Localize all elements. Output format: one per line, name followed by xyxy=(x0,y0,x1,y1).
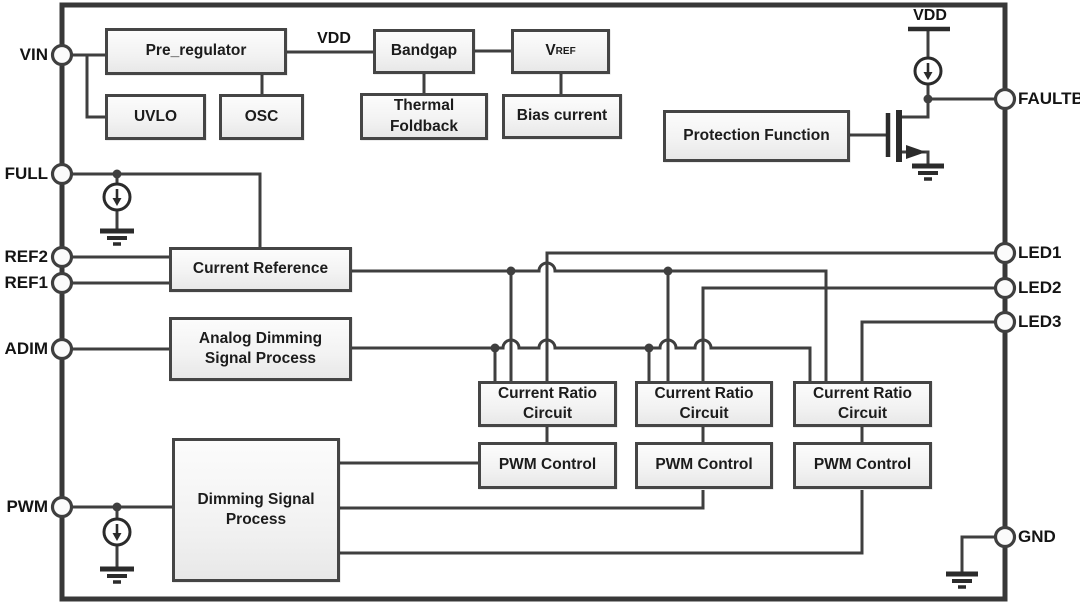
pin-label-ref1: REF1 xyxy=(4,273,48,292)
pin-gnd-circle xyxy=(993,525,1017,549)
pin-led2-circle xyxy=(993,276,1017,300)
pin-ref2-circle xyxy=(50,245,74,269)
ground-symbol-pwm xyxy=(100,566,134,584)
pin-label-pwm: PWM xyxy=(6,497,48,516)
vref-sub-text: REF xyxy=(555,46,576,57)
junction-dot xyxy=(112,169,122,179)
pin-label-adim: ADIM xyxy=(4,339,48,358)
block-pre-regulator: Pre_regulator xyxy=(105,28,287,75)
pin-label-led2: LED2 xyxy=(1018,278,1062,297)
ground-symbol-full xyxy=(100,228,134,246)
pin-led1-circle xyxy=(993,241,1017,265)
pin-pwm-circle xyxy=(50,495,74,519)
pin-faultb-circle xyxy=(993,87,1017,111)
block-current-reference: Current Reference xyxy=(169,247,352,292)
block-pwm-control-3: PWM Control xyxy=(793,442,932,489)
junction-dot xyxy=(490,343,500,353)
ground-symbol-mosfet xyxy=(912,163,944,181)
wire-adim-out xyxy=(352,338,812,382)
current-source-vdd xyxy=(913,56,943,86)
current-source-full xyxy=(102,182,132,212)
junction-dot xyxy=(923,94,933,104)
block-thermal-foldback: Thermal Foldback xyxy=(360,93,488,140)
block-analog-dimming: Analog Dimming Signal Process xyxy=(169,317,352,381)
pin-label-led1: LED1 xyxy=(1018,243,1062,262)
wire-vin-uvlo xyxy=(85,55,106,119)
signal-wires xyxy=(62,31,1005,572)
ground-symbol-gnd xyxy=(946,571,978,589)
block-current-ratio-1: Current Ratio Circuit xyxy=(478,381,617,427)
block-uvlo: UVLO xyxy=(105,94,206,140)
wire-led2 xyxy=(701,286,1005,382)
block-pwm-control-2: PWM Control xyxy=(635,442,773,489)
mosfet-symbol xyxy=(885,110,926,162)
junction-dot xyxy=(506,266,516,276)
junction-dot xyxy=(663,266,673,276)
junction-dot xyxy=(644,343,654,353)
block-bias-current: Bias current xyxy=(502,94,622,139)
pin-ref1-circle xyxy=(50,271,74,295)
current-source-pwm xyxy=(102,517,132,547)
block-bandgap: Bandgap xyxy=(373,29,475,74)
pin-full-circle xyxy=(50,162,74,186)
block-current-ratio-3: Current Ratio Circuit xyxy=(793,381,932,427)
vdd-rail-label: VDD xyxy=(913,7,947,24)
block-pwm-control-1: PWM Control xyxy=(478,442,617,489)
mosfet-arrow xyxy=(906,145,926,159)
block-osc: OSC xyxy=(219,94,304,140)
pin-adim-circle xyxy=(50,337,74,361)
pin-label-gnd: GND xyxy=(1018,527,1056,546)
wire-led1 xyxy=(545,251,1005,382)
wire-dim-out3 xyxy=(340,490,864,555)
pin-led3-circle xyxy=(993,310,1017,334)
pin-label-ref2: REF2 xyxy=(4,247,48,266)
wire-gnd xyxy=(960,535,1005,572)
pin-label-faultb: FAULTB xyxy=(1018,89,1080,108)
pin-vin-circle xyxy=(50,43,74,67)
junction-dot xyxy=(112,502,122,512)
ic-boundary xyxy=(59,2,1008,602)
wire-dim-out2 xyxy=(340,490,705,510)
pin-label-led3: LED3 xyxy=(1018,312,1062,331)
pin-label-vin: VIN xyxy=(19,45,48,64)
wire-led3 xyxy=(860,320,1005,382)
wire-current-reference-out xyxy=(352,261,828,382)
pin-circles xyxy=(50,43,1017,549)
block-protection-function: Protection Function xyxy=(663,110,850,162)
block-current-ratio-2: Current Ratio Circuit xyxy=(635,381,773,427)
block-dimming-signal-process: Dimming Signal Process xyxy=(172,438,340,582)
wire-full xyxy=(62,172,262,247)
vref-main-text: V xyxy=(545,42,556,60)
junction-dots xyxy=(112,94,933,512)
wire-mosfet-drain xyxy=(902,99,930,119)
vdd-internal-label: VDD xyxy=(317,30,351,47)
pin-label-full: FULL xyxy=(4,164,48,183)
